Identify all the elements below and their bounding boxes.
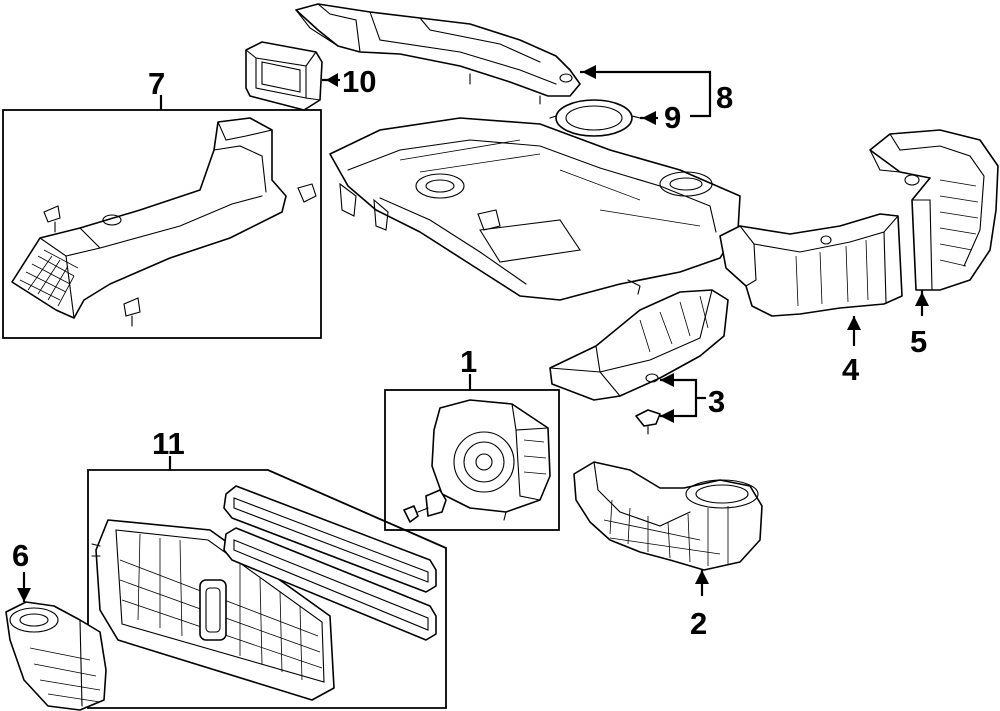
part-4-duct bbox=[719, 213, 903, 317]
callout-5: 5 bbox=[910, 324, 927, 359]
part-1-group: 1 bbox=[384, 344, 560, 531]
part-8-duct bbox=[295, 3, 581, 105]
part-7-duct bbox=[11, 117, 317, 327]
callout-8: 8 bbox=[716, 80, 733, 115]
part-2-arrowhead bbox=[695, 570, 709, 584]
part-10-arrowhead bbox=[326, 73, 338, 87]
part-3-clip bbox=[635, 409, 661, 435]
part-3-arrowhead-top bbox=[660, 373, 674, 387]
part-9-group: 9 bbox=[549, 99, 681, 137]
part-3-bracket bbox=[660, 378, 698, 418]
part-8-9-bracket bbox=[580, 70, 712, 118]
part-10-group: 10 bbox=[245, 41, 376, 111]
callout-2: 2 bbox=[690, 606, 707, 641]
part-6-duct bbox=[5, 601, 107, 711]
part-5-duct bbox=[869, 129, 999, 291]
part-8-group: 8 bbox=[295, 3, 733, 118]
part-1-blower bbox=[431, 399, 551, 521]
part-1-connector bbox=[403, 489, 447, 523]
part-5-arrowhead bbox=[915, 292, 929, 306]
part-1-detail-box bbox=[384, 389, 560, 531]
part-10-seal bbox=[245, 41, 323, 111]
part-11-grille bbox=[91, 519, 335, 701]
callout-11: 11 bbox=[152, 426, 185, 461]
part-7-group: 7 bbox=[2, 66, 322, 339]
callout-1: 1 bbox=[460, 344, 477, 379]
part-11-gasket-upper bbox=[223, 485, 437, 593]
part-3-group: 3 bbox=[549, 289, 729, 435]
part-2-group: 2 bbox=[573, 461, 763, 641]
callout-3: 3 bbox=[708, 384, 725, 419]
part-11-gasket-lower bbox=[223, 527, 437, 641]
part-3-duct bbox=[549, 289, 729, 401]
callout-9: 9 bbox=[664, 100, 681, 135]
callout-10: 10 bbox=[342, 64, 376, 99]
part-11-group: 11 bbox=[87, 426, 447, 709]
rear-tray-panel bbox=[329, 117, 741, 301]
part-5-group: 5 bbox=[869, 129, 999, 359]
part-6-group: 6 bbox=[5, 538, 107, 711]
callout-4: 4 bbox=[842, 352, 860, 387]
callout-6: 6 bbox=[12, 538, 29, 573]
part-4-arrowhead bbox=[847, 316, 861, 330]
callout-7: 7 bbox=[148, 66, 165, 101]
part-2-duct bbox=[573, 461, 763, 571]
part-6-arrowhead bbox=[17, 588, 31, 602]
part-9-arrowhead bbox=[642, 111, 656, 125]
part-4-group: 4 bbox=[719, 213, 903, 387]
part-3-arrowhead-bottom bbox=[660, 409, 674, 423]
part-8-arrowhead bbox=[582, 65, 596, 79]
part-9-ring bbox=[549, 99, 641, 137]
